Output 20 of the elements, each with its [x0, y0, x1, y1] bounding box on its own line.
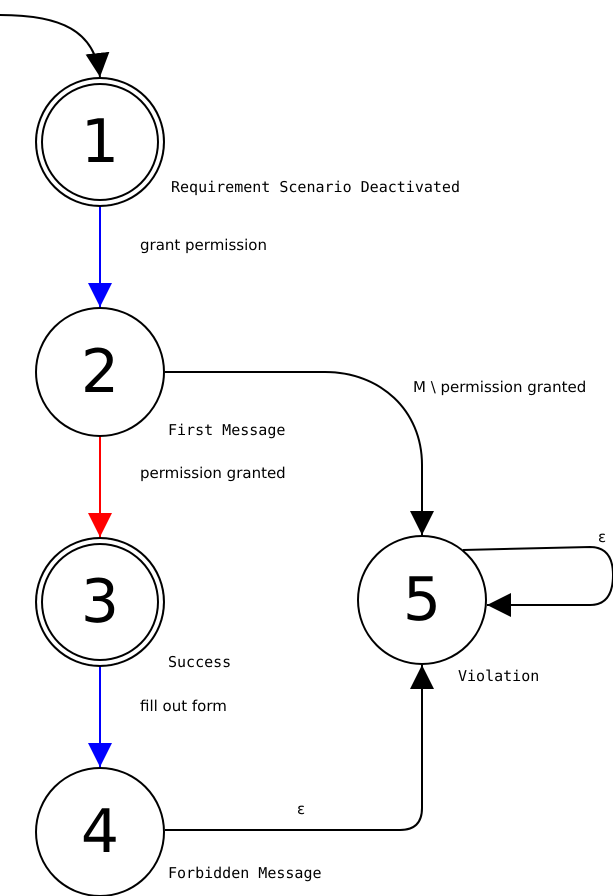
- state-number: 5: [402, 570, 442, 630]
- state-number: 2: [80, 342, 120, 402]
- state-caption: Requirement Scenario Deactivated: [171, 178, 460, 196]
- transition-arrow: [88, 207, 112, 307]
- transition-arrow: [165, 371, 434, 535]
- transition-arrow: [165, 665, 434, 831]
- state-caption: Success: [168, 653, 232, 671]
- transition-arrow: [88, 437, 112, 537]
- state-number: 3: [80, 572, 120, 632]
- edge-label: grant permission: [140, 236, 267, 254]
- transition-arrow: [88, 667, 112, 767]
- transition-arrow: [0, 14, 108, 78]
- edge-label: permission granted: [140, 464, 286, 482]
- state-caption: Forbidden Message: [168, 864, 322, 882]
- state-number: 1: [80, 112, 120, 172]
- state-number: 4: [80, 802, 120, 862]
- edge-label: M \ permission granted: [413, 378, 586, 396]
- state-caption: Violation: [458, 667, 540, 685]
- transition-arrow: [462, 546, 613, 617]
- state-caption: First Message: [168, 421, 286, 439]
